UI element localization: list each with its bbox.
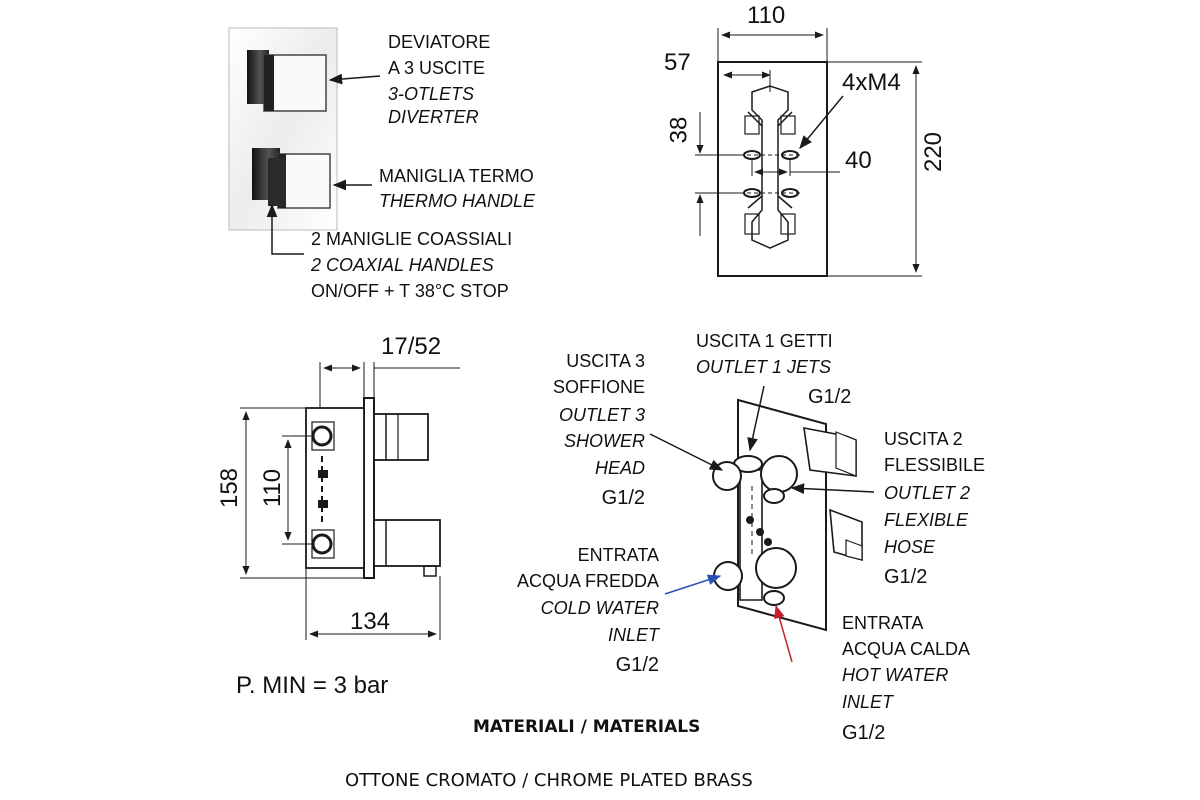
min-pressure-label: P. MIN = 3 bar: [236, 672, 389, 699]
diverter-label-line: A 3 USCITE: [388, 58, 486, 78]
thermo-handle: [252, 148, 331, 209]
mounting-screws: [740, 150, 802, 198]
dim-offset-57: 57: [664, 49, 691, 76]
front-view-illustration: [228, 27, 381, 255]
hot-inlet-line: ACQUA CALDA: [842, 639, 971, 659]
outlet-2-thread: G1/2: [884, 566, 928, 588]
outlet-3-thread: G1/2: [601, 487, 645, 509]
dim-length-134: 134: [350, 608, 391, 635]
hot-inlet-line: INLET: [842, 692, 894, 712]
outlet-3-line: USCITA 3: [566, 351, 645, 371]
cold-inlet-line: ACQUA FREDDA: [516, 571, 659, 591]
diverter-label-line: DEVIATORE: [388, 32, 491, 52]
dim-spacing-38: 38: [665, 116, 693, 144]
outlet-2-line: USCITA 2: [884, 429, 963, 449]
cold-inlet-thread: G1/2: [615, 654, 659, 676]
cold-inlet-line: ENTRATA: [577, 545, 659, 565]
connection-leaders: [649, 385, 875, 663]
materials-value: OTTONE CROMATO / CHROME PLATED BRASS: [345, 770, 753, 791]
dim-depth-17-52: 17/52: [381, 333, 442, 360]
dim-spacing-40: 40: [845, 147, 872, 174]
isometric-view-drawing: [712, 398, 863, 632]
coaxial-label-line: ON/OFF + T 38°C STOP: [311, 281, 509, 301]
outlet-3-line: HEAD: [594, 458, 645, 478]
outlet-2-line: HOSE: [884, 537, 936, 557]
outlet-1-line: OUTLET 1 JETS: [696, 357, 832, 377]
coaxial-label-line: 2 COAXIAL HANDLES: [311, 255, 494, 275]
outlet-3-line: OUTLET 3: [558, 405, 645, 425]
hot-inlet-thread: G1/2: [842, 722, 886, 744]
outlet-2-line: FLESSIBILE: [884, 455, 986, 475]
hot-inlet-line: ENTRATA: [842, 613, 924, 633]
materials-title: MATERIALI / MATERIALS: [473, 717, 701, 737]
coaxial-label-line: 2 MANIGLIE COASSIALI: [311, 229, 513, 249]
outlet-3-line: SHOWER: [564, 431, 645, 451]
side-plate: [363, 397, 375, 579]
diverter-handle: [247, 50, 327, 112]
diverter-label-line: 3-OTLETS: [388, 84, 475, 104]
thermo-label-line: MANIGLIA TERMO: [379, 166, 534, 186]
cold-inlet-line: INLET: [607, 625, 659, 645]
rear-view-drawing: [695, 28, 922, 277]
rear-plate-outline: [717, 61, 828, 277]
dim-width-110: 110: [747, 2, 786, 29]
dim-inner-height-110: 110: [259, 468, 287, 508]
thermo-label-line: THERMO HANDLE: [379, 191, 536, 211]
side-view-drawing: [240, 362, 460, 640]
outlet-2-line: OUTLET 2: [884, 483, 971, 503]
outlet-1-thread: G1/2: [808, 386, 852, 408]
cold-inlet-line: COLD WATER: [540, 598, 659, 618]
dim-total-height-158: 158: [216, 467, 244, 509]
outlet-2-line: FLEXIBLE: [884, 510, 969, 530]
dim-screws-4xm4: 4xM4: [842, 69, 901, 96]
outlet-1-line: USCITA 1 GETTI: [696, 331, 833, 351]
diverter-label-line: DIVERTER: [388, 107, 479, 127]
dim-height-220: 220: [920, 131, 948, 173]
outlet-3-line: SOFFIONE: [552, 377, 645, 397]
hot-inlet-line: HOT WATER: [842, 665, 949, 685]
